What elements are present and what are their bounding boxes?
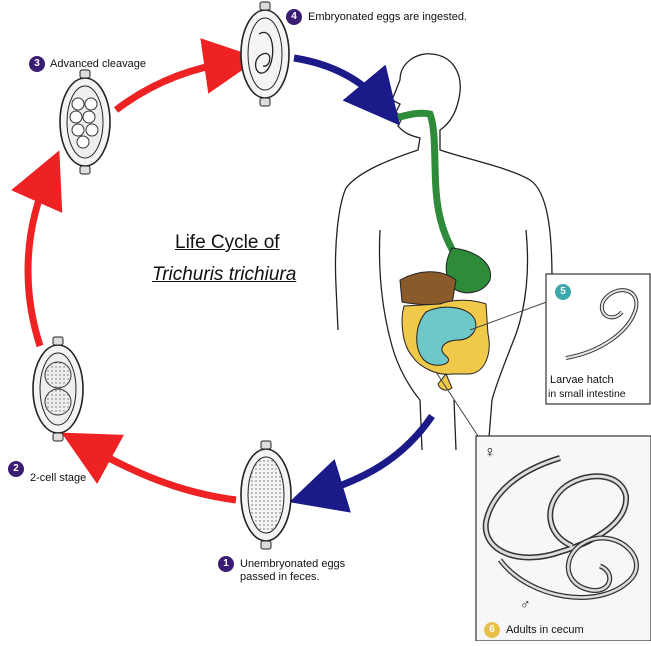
stage-4-label: Embryonated eggs are ingested. [308, 11, 467, 24]
female-symbol: ♀ [484, 446, 496, 459]
arrow-1-to-2 [86, 446, 236, 500]
stage-5-label-line2: in small intestine [548, 388, 626, 401]
arrow-host-to-1 [316, 416, 432, 494]
stage-2-label: 2-cell stage [30, 472, 86, 485]
liver [400, 272, 456, 305]
stage-3-label: Advanced cleavage [50, 58, 146, 71]
stage-4-badge: 4 [286, 9, 302, 25]
egg-advanced-cleavage [60, 70, 110, 174]
adults-panel [476, 436, 651, 641]
esophagus [396, 113, 456, 256]
stage-5-label-line1: Larvae hatch [550, 374, 614, 387]
stage-1-label-line2: passed in feces. [240, 571, 320, 584]
appendix [438, 374, 452, 390]
stage-1-label-line1: Unembryonated eggs [240, 558, 345, 571]
arrow-2-to-3 [28, 176, 48, 346]
egg-two-cell [33, 337, 83, 441]
male-symbol: ♂ [520, 598, 531, 611]
digestive-tract [396, 113, 491, 390]
stage-2-badge: 2 [8, 461, 24, 477]
stage-6-badge: 6 [484, 622, 500, 638]
human-silhouette [335, 54, 552, 450]
leader-line-adults [436, 372, 478, 436]
diagram-title-line2: Trichuris trichiura [152, 264, 296, 286]
egg-unembryonated [241, 441, 291, 549]
diagram-title-line1: Life Cycle of [175, 232, 280, 254]
egg-embryonated [241, 2, 289, 106]
stage-5-badge: 5 [555, 284, 571, 300]
stage-6-label: Adults in cecum [506, 624, 584, 637]
stage-1-badge: 1 [218, 556, 234, 572]
arrow-4-to-host [294, 58, 382, 104]
stage-3-badge: 3 [29, 56, 45, 72]
